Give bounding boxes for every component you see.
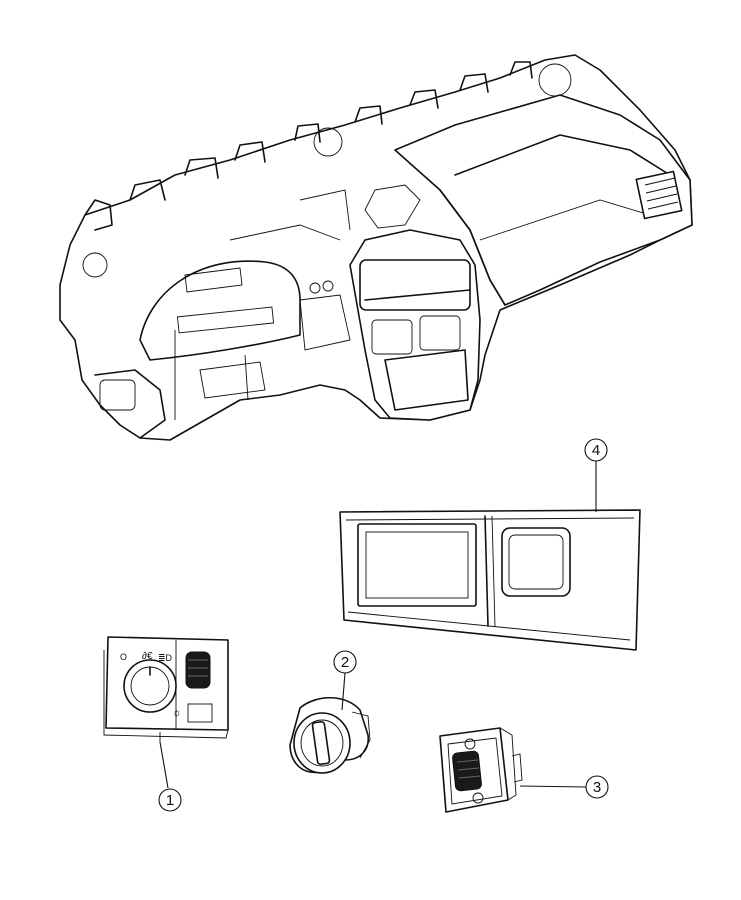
switch-symbol-headlamp: ≣D [158, 653, 173, 663]
switch-symbol-dimmer: ☼ [172, 707, 182, 719]
switch-symbol-off: O [120, 652, 127, 662]
callout-3: 3 [519, 775, 609, 799]
instrument-panel-assembly [59, 54, 693, 441]
callout-3-label: 3 [593, 779, 601, 796]
callout-1-label: 1 [166, 792, 174, 809]
callout-1: 1 [158, 741, 182, 812]
callout-2: 2 [333, 650, 357, 711]
headlamp-switch-part-1: O ∂€ ≣D ☼ [103, 636, 229, 742]
callout-4: 4 [584, 438, 608, 512]
bezel-part-4 [339, 509, 641, 651]
switch-knob-part-2 [289, 697, 371, 774]
switch-symbol-parking: ∂€ [142, 651, 153, 662]
dimmer-switch-part-3 [439, 727, 523, 813]
callout-2-label: 2 [341, 654, 349, 671]
callout-4-label: 4 [592, 442, 600, 459]
